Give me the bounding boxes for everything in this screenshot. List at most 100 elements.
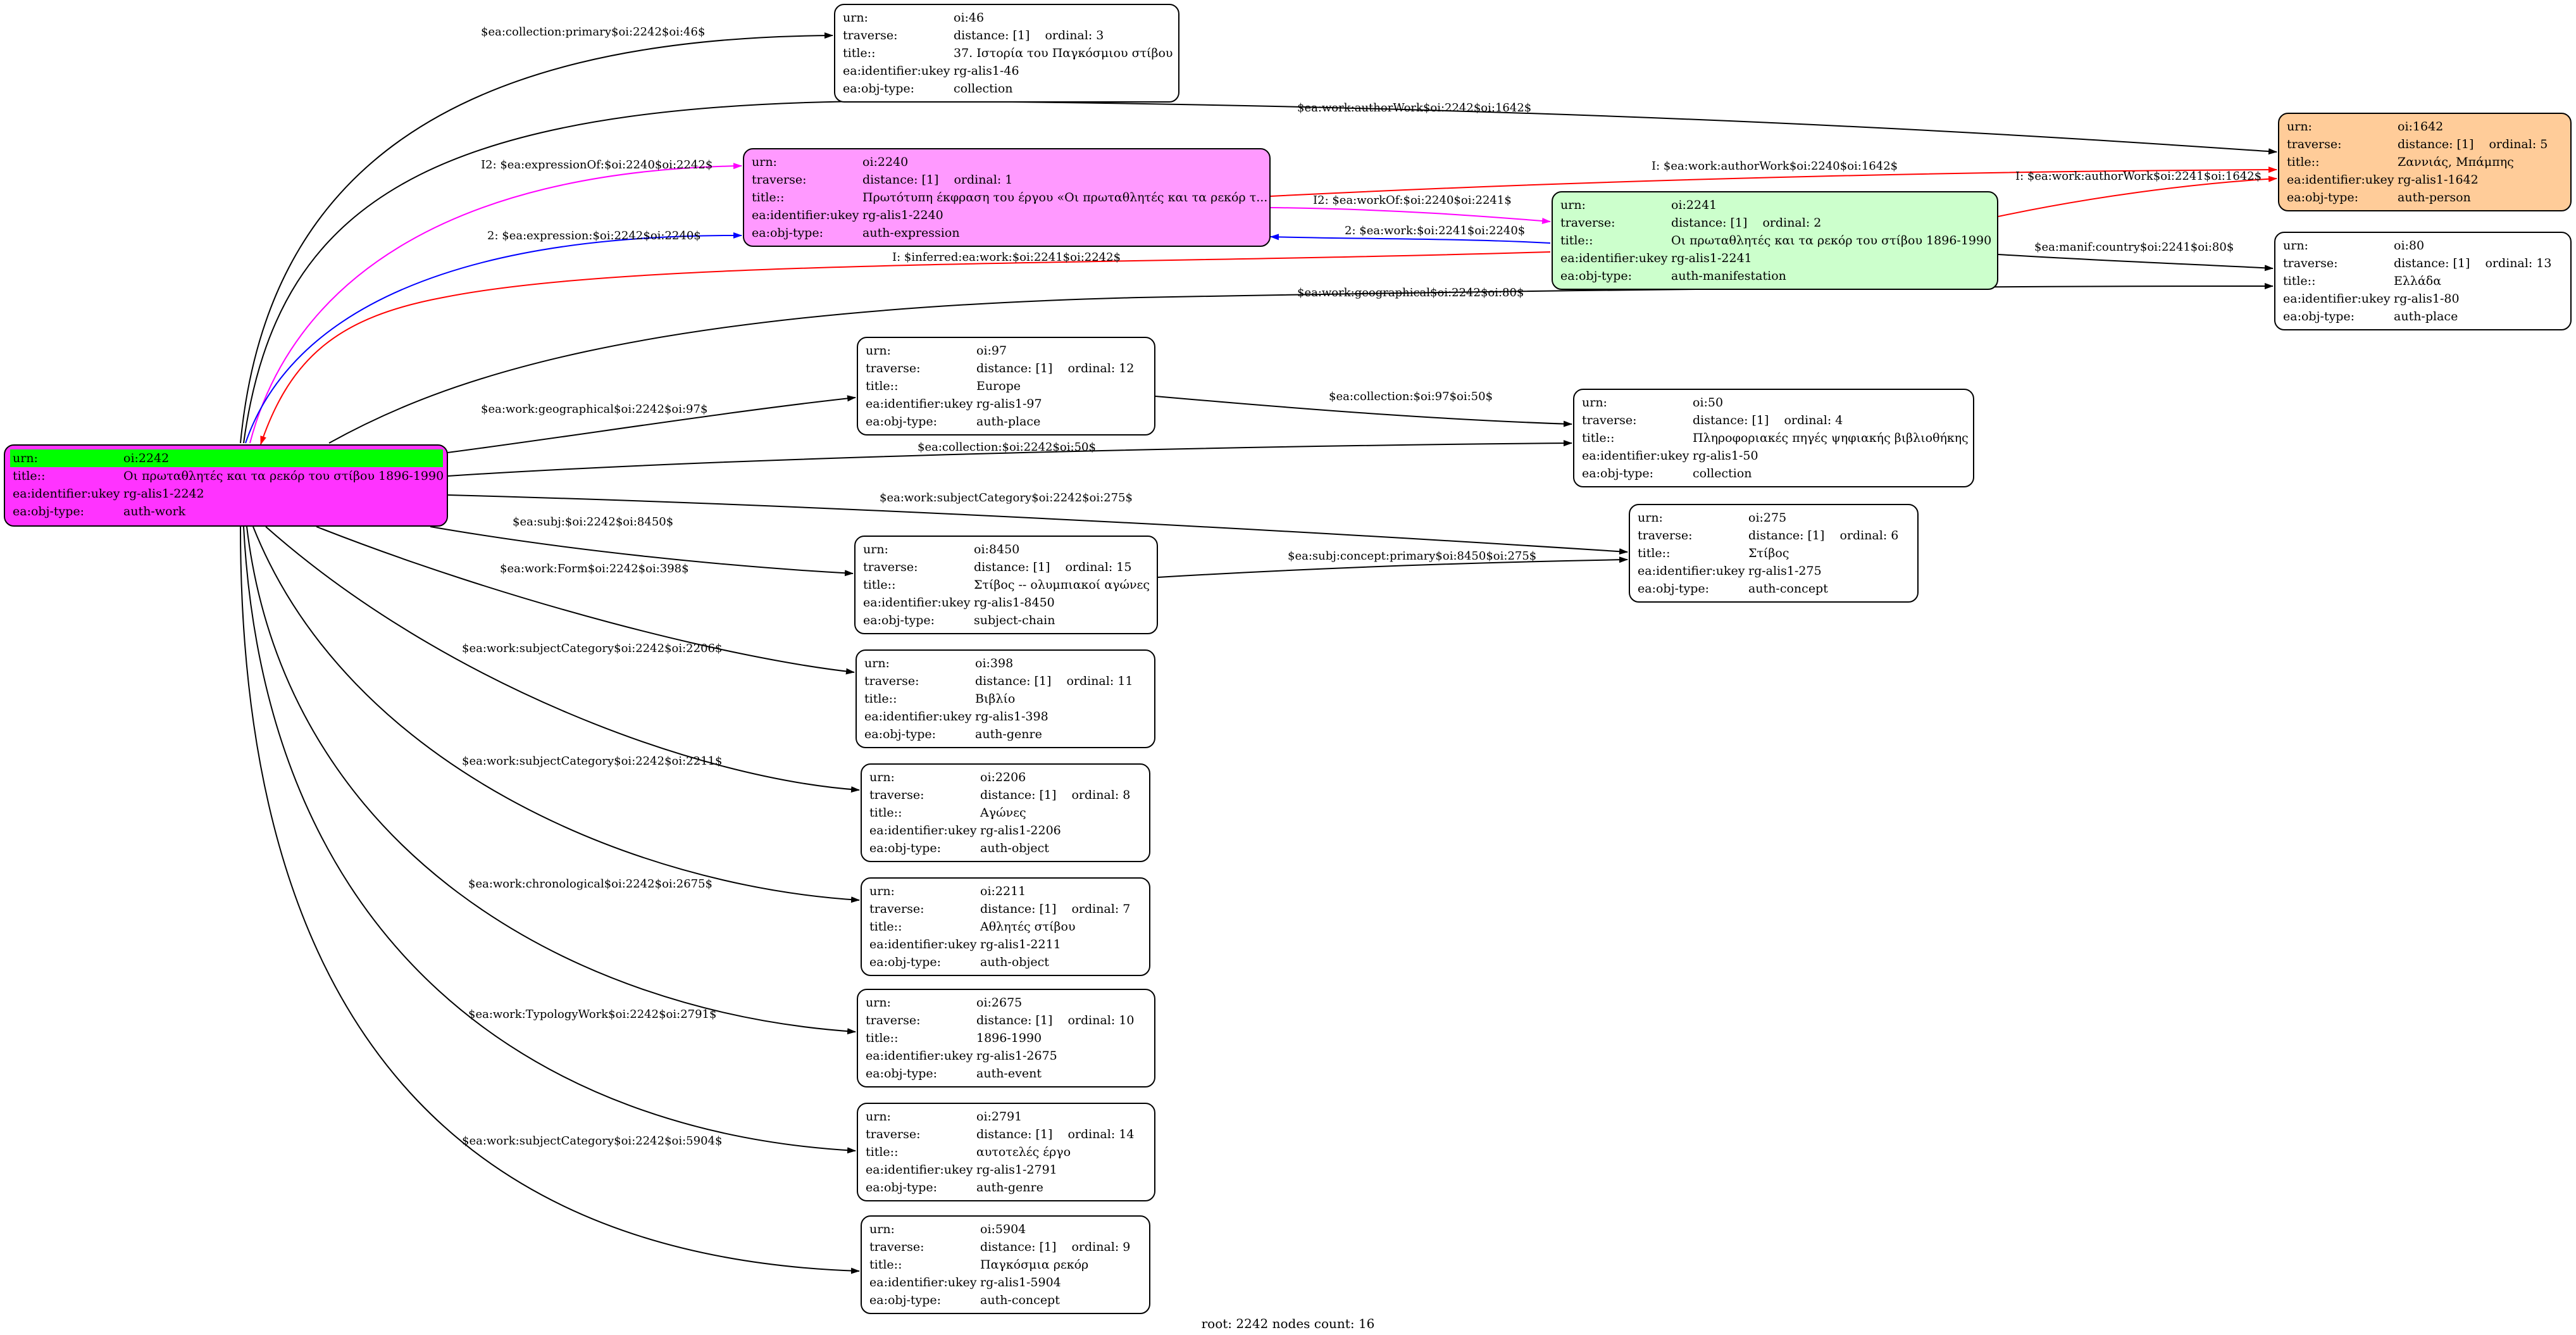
type-label: ea:obj-type: (866, 415, 938, 429)
edge-label-e15: $ea:work:subjectCategory$oi:2242$oi:275$ (880, 491, 1133, 505)
edge-e4 (245, 232, 742, 444)
ordinal-value: ordinal: 8 (1071, 788, 1131, 802)
ukey-label: ea:identifier:ukey (866, 397, 973, 411)
urn-value: oi:97 (976, 344, 1007, 358)
edge-e8 (1998, 175, 2277, 217)
node-oi-275[interactable]: urn:oi:275 traverse:distance: [1]ordinal… (1629, 504, 1919, 603)
edge-e17 (1157, 556, 1628, 578)
title-label: title:: (863, 578, 896, 592)
ordinal-value: ordinal: 12 (1067, 361, 1135, 375)
edge-label-e17: $ea:subj:concept:primary$oi:8450$oi:275$ (1288, 549, 1536, 563)
edge-e16 (430, 526, 854, 577)
edge-label-e20: $ea:work:subjectCategory$oi:2242$oi:2211… (462, 755, 722, 768)
node-oi-5904[interactable]: urn:oi:5904 traverse:distance: [1]ordina… (861, 1215, 1150, 1314)
ukey-value: rg-alis1-1642 (2398, 173, 2479, 187)
type-label: ea:obj-type: (752, 226, 824, 240)
type-value: auth-manifestation (1671, 269, 1786, 283)
ordinal-value: ordinal: 9 (1071, 1240, 1131, 1254)
edge-e7 (1270, 234, 1551, 244)
node-oi-2240[interactable]: urn:oi:2240 traverse:distance: [1]ordina… (743, 148, 1271, 247)
urn-value: oi:398 (975, 656, 1014, 670)
ukey-label: ea:identifier:ukey (864, 710, 972, 724)
urn-value: oi:2791 (976, 1110, 1023, 1124)
traverse-value: distance: [1] (954, 28, 1030, 42)
node-oi-2675[interactable]: urn:oi:2675 traverse:distance: [1]ordina… (857, 989, 1155, 1087)
urn-value: oi:1642 (2398, 120, 2444, 134)
type-value: auth-work (123, 505, 186, 518)
edge-e13 (1155, 396, 1572, 427)
ordinal-value: ordinal: 14 (1067, 1127, 1135, 1141)
title-value: 1896-1990 (976, 1031, 1042, 1045)
urn-label: urn: (863, 542, 888, 556)
title-value: Πληροφοριακές πηγές ψηφιακής βιβλιοθήκης (1693, 431, 1969, 445)
type-value: collection (1693, 467, 1752, 480)
title-value: Οι πρωταθλητές και τα ρεκόρ του στίβου 1… (123, 469, 444, 483)
node-oi-398[interactable]: urn:oi:398 traverse:distance: [1]ordinal… (856, 649, 1155, 748)
type-value: auth-object (980, 841, 1049, 855)
traverse-label: traverse: (1638, 529, 1693, 542)
urn-label: urn: (866, 1110, 891, 1124)
edge-e22 (243, 526, 856, 1154)
type-label: ea:obj-type: (866, 1181, 938, 1194)
type-label: ea:obj-type: (869, 1293, 942, 1307)
edge-e18 (316, 526, 855, 675)
node-oi-2206[interactable]: urn:oi:2206 traverse:distance: [1]ordina… (861, 763, 1150, 862)
urn-label: urn: (1582, 396, 1607, 410)
urn-label: urn: (1638, 511, 1663, 525)
edge-e1 (240, 32, 833, 444)
edge-label-e1: $ea:collection:primary$oi:2242$oi:46$ (481, 25, 705, 39)
title-label: title:: (869, 1258, 902, 1272)
footer-summary: root: 2242 nodes count: 16 (1201, 1316, 1375, 1331)
node-oi-2791[interactable]: urn:oi:2791 traverse:distance: [1]ordina… (857, 1103, 1155, 1201)
edge-e6 (1270, 207, 1551, 224)
edge-e9 (1998, 254, 2274, 272)
type-label: ea:obj-type: (864, 727, 936, 741)
ukey-label: ea:identifier:ukey (843, 64, 950, 78)
type-value: auth-genre (976, 1181, 1043, 1194)
node-oi-2241[interactable]: urn:oi:2241 traverse:distance: [1]ordina… (1552, 191, 1998, 290)
urn-value: oi:2242 (123, 451, 170, 465)
node-oi-46[interactable]: urn:oi:46 traverse:distance: [1]ordinal:… (834, 4, 1179, 103)
ukey-label: ea:identifier:ukey (2283, 292, 2391, 306)
traverse-label: traverse: (866, 361, 921, 375)
edge-e11 (328, 283, 2274, 444)
traverse-label: traverse: (752, 173, 807, 187)
node-oi-2242[interactable]: urn: oi:2242 title::Οι πρωταθλητές και τα… (4, 444, 448, 527)
type-value: auth-object (980, 955, 1049, 969)
ukey-value: rg-alis1-2242 (123, 487, 204, 501)
edge-label-e5: I: $ea:work:authorWork$oi:2240$oi:1642$ (1652, 160, 1898, 173)
type-value: collection (954, 82, 1013, 96)
node-oi-1642[interactable]: urn:oi:1642 traverse:distance: [1]ordina… (2278, 113, 2572, 211)
title-label: title:: (869, 920, 902, 934)
title-value: Στίβος -- ολυμπιακοί αγώνες (974, 578, 1150, 592)
node-oi-80[interactable]: urn:oi:80 traverse:distance: [1]ordinal:… (2274, 232, 2572, 330)
title-label: title:: (843, 46, 876, 60)
edge-label-e22: $ea:work:TypologyWork$oi:2242$oi:2791$ (468, 1008, 716, 1021)
title-value: Οι πρωταθλητές και τα ρεκόρ του στίβου 1… (1671, 234, 1992, 248)
traverse-label: traverse: (864, 674, 919, 688)
edge-label-e14: $ea:collection:$oi:2242$oi:50$ (918, 441, 1096, 454)
urn-label: urn: (864, 656, 890, 670)
traverse-value: distance: [1] (976, 361, 1053, 375)
ukey-value: rg-alis1-2211 (980, 937, 1061, 951)
title-label: title:: (866, 1145, 899, 1159)
node-oi-2211[interactable]: urn:oi:2211 traverse:distance: [1]ordina… (861, 877, 1150, 976)
title-label: title:: (864, 692, 897, 706)
edge-label-e18: $ea:work:Form$oi:2242$oi:398$ (500, 562, 689, 575)
traverse-label: traverse: (869, 902, 924, 916)
ukey-value: rg-alis1-80 (2394, 292, 2460, 306)
title-value: αυτοτελές έργο (976, 1145, 1071, 1159)
traverse-label: traverse: (2287, 137, 2342, 151)
edge-label-e19: $ea:work:subjectCategory$oi:2242$oi:2206… (462, 642, 722, 655)
node-oi-8450[interactable]: urn:oi:8450 traverse:distance: [1]ordina… (854, 536, 1158, 634)
node-oi-97[interactable]: urn:oi:97 traverse:distance: [1]ordinal:… (857, 337, 1155, 436)
title-value: 37. Ιστορία του Παγκόσμιου στίβου (954, 46, 1173, 60)
node-title-row: title::Οι πρωταθλητές και τα ρεκόρ του σ… (13, 467, 444, 485)
title-label: title:: (2283, 274, 2316, 288)
urn-label: urn: (13, 451, 38, 465)
node-oi-50[interactable]: urn:oi:50 traverse:distance: [1]ordinal:… (1573, 389, 1974, 487)
traverse-label: traverse: (1582, 413, 1637, 427)
edge-e20 (252, 526, 860, 903)
type-label: ea:obj-type: (2287, 191, 2359, 204)
